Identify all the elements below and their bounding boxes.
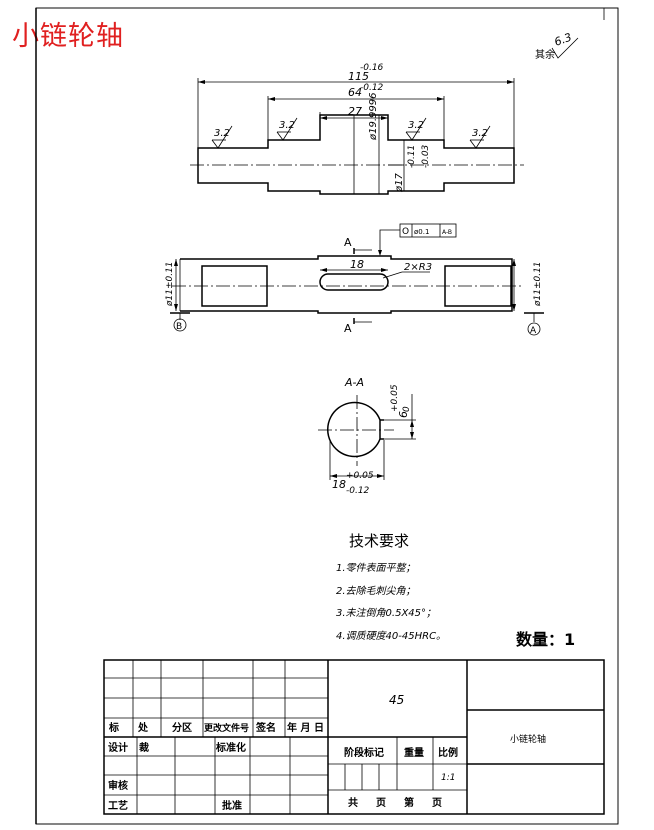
tolerance-frame: O ø0.1 A-B	[378, 223, 457, 256]
section-mark-bottom: A	[344, 318, 372, 335]
dim-keyway-length: 18	[350, 258, 364, 271]
section-title: A-A	[344, 376, 364, 389]
title-scale: 1:1	[441, 773, 455, 783]
quantity: 数量：1	[516, 630, 575, 649]
roughness-mark-3: 3.2	[405, 117, 427, 141]
tb-label-sheji: 设计	[108, 741, 128, 754]
tb-label-zhongliang: 重量	[404, 746, 424, 759]
svg-text:3.2: 3.2	[472, 128, 488, 139]
dim-hub-length: 27	[348, 105, 362, 118]
dim-key-depth-tol-upper: +0.05	[390, 384, 400, 412]
section-aa	[318, 394, 416, 480]
svg-text:A: A	[344, 322, 352, 335]
svg-text:A: A	[530, 326, 537, 336]
top-view	[172, 255, 522, 314]
title-block	[103, 659, 605, 815]
dim-key-depth: 6	[397, 411, 410, 418]
dim-keyway-radius: 2×R3	[404, 262, 432, 273]
tb-label-gengai: 更改文件号	[204, 722, 249, 734]
dim-journal-tol-upper: -0.11	[407, 145, 417, 168]
svg-text:O: O	[402, 227, 409, 237]
dim-overall-tol-lower: -0.12	[360, 83, 384, 93]
outer-border	[35, 7, 619, 825]
svg-text:3.2: 3.2	[408, 120, 424, 131]
svg-text:3.2: 3.2	[279, 120, 295, 131]
dim-section-width-tol-lower: -0.12	[346, 486, 370, 496]
tb-label-jieduan: 阶段标记	[344, 746, 384, 759]
tb-label-biaozhunhua: 标准化	[215, 741, 246, 754]
title-material: 45	[389, 693, 404, 707]
inner-border	[35, 7, 619, 825]
datum-a: A	[524, 312, 544, 336]
tb-label-pizhun: 批准	[222, 799, 242, 812]
tech-req-item-4: 4.调质硬度40-45HRC。	[336, 630, 446, 642]
title-part-name: 小链轮轴	[510, 733, 546, 745]
roughness-mark-2: 3.2	[276, 117, 298, 141]
tech-req-item-3: 3.未注倒角0.5X45°；	[336, 607, 436, 619]
dim-journal-diameter: ø17	[394, 173, 405, 193]
tb-label-ye2: 页	[432, 797, 442, 809]
dim-journal-tol-lower: -0.03	[421, 144, 431, 168]
end-dim-right	[512, 259, 516, 311]
svg-text:B: B	[176, 322, 182, 332]
dim-middle-length: 64	[348, 86, 362, 99]
dim-overall-tol-upper: -0.16	[360, 63, 384, 73]
tb-label-qianming: 签名	[255, 721, 276, 734]
svg-text:6.3: 6.3	[553, 31, 574, 49]
tb-label-nianyueri: 年 月 日	[287, 721, 324, 734]
dim-hub-diameter: ø19.9996	[368, 93, 379, 141]
datum-b: B	[170, 312, 190, 332]
tb-label-shenhe: 审核	[108, 779, 128, 792]
roughness-other: 其余 6.3	[535, 31, 579, 61]
end-dim-left	[174, 259, 178, 311]
dim-end-diameter-left: ø11±0.11	[165, 261, 175, 307]
drawing-heading: 小链轮轴	[12, 21, 124, 52]
roughness-mark-4: 3.2	[469, 125, 491, 149]
tb-label-lianshi: 裁	[139, 741, 149, 754]
svg-text:其余: 其余	[535, 48, 555, 61]
tb-label-fenqu: 分区	[172, 721, 192, 734]
roughness-mark-1: 3.2	[211, 125, 233, 149]
svg-text:ø0.1: ø0.1	[414, 228, 429, 236]
svg-text:A: A	[344, 236, 352, 249]
svg-text:3.2: 3.2	[214, 128, 230, 139]
dim-section-width: 18	[332, 478, 346, 491]
tb-label-gong: 共	[348, 796, 358, 809]
section-mark-top: A	[344, 236, 372, 254]
tb-label-di: 第	[404, 796, 414, 809]
front-view	[190, 78, 524, 195]
tech-req-title: 技术要求	[349, 532, 409, 550]
svg-text:A-B: A-B	[442, 229, 452, 236]
tb-label-ye: 页	[376, 797, 386, 809]
dim-key-depth-tol-lower: 0	[402, 406, 412, 412]
tb-label-bili: 比例	[438, 746, 458, 759]
tb-label-chu: 处	[137, 721, 149, 734]
dim-section-width-tol-upper: +0.05	[346, 471, 374, 481]
dim-overall-length: 115	[348, 70, 369, 83]
dim-end-diameter-right: ø11±0.11	[533, 261, 543, 307]
tech-req-item-2: 2.去除毛刺尖角；	[336, 585, 416, 597]
tb-label-gongyi: 工艺	[108, 799, 128, 812]
tb-label-biao: 标	[108, 721, 119, 734]
tech-req-item-1: 1.零件表面平整；	[336, 562, 416, 574]
